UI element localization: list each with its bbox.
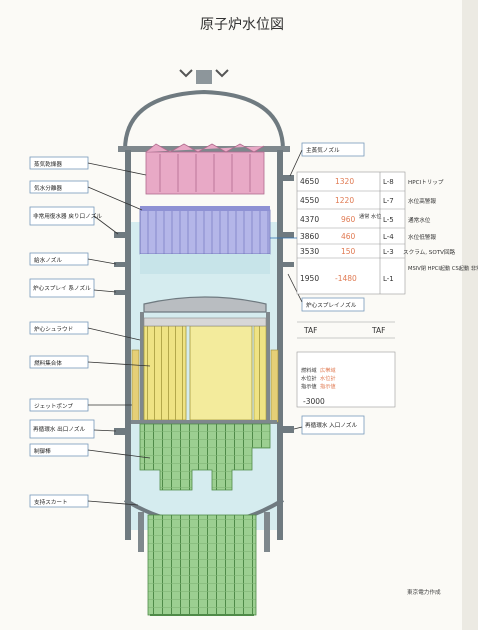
level-row-note: 通常 水位 [359,212,381,220]
label-ic-return-nozzle: 非常用復水器 戻り口ノズル [33,212,102,220]
bottom-level: -3000 [303,397,325,406]
label-fuel-assembly: 燃料集合体 [34,359,62,367]
diagram-title: 原子炉水位図 [200,17,284,33]
label-steam-dryer: 蒸気乾燥器 [34,160,62,168]
level-row-red: 1320 [335,177,354,186]
credit-text: 東京電力作成 [407,588,441,596]
shroud-head [143,296,267,313]
label-recirc-outlet-nozzle: 再循環水 出口ノズル [33,425,86,433]
level-row-mm: 1950 [300,274,319,283]
level-row-code: L-7 [383,197,394,205]
label-jet-pump: ジェットポンプ [34,402,73,410]
core-spray-nozzle [114,290,126,295]
level-row-code: L-4 [383,233,394,241]
label-core-spray-sparger: 炉心スプレイノズル [306,301,357,309]
label-main-steam-nozzle: 主蒸気ノズル [306,146,340,154]
label-core-spray-nozzle: 炉心スプレイ 系ノズル [33,284,91,292]
level-row-code: L-3 [383,248,394,256]
level-row-desc: 通常水位 [408,216,431,224]
control-rod-drive-housings [147,514,257,616]
level-row-red: 460 [341,232,356,241]
fuel-line-value: 水位計 [320,374,336,382]
level-row-red: 150 [341,247,356,256]
level-row-red: -1480 [335,274,357,283]
level-row-mm: 3530 [300,247,319,256]
page-edge-shadow [462,0,478,630]
level-row-code: L-8 [383,178,394,186]
fuel-line-value: 指示値 [320,382,336,390]
label-steam-separator: 気水分離器 [34,184,62,192]
label-feedwater-nozzle: 給水ノズル [34,256,62,264]
jet-pump [131,349,140,423]
fuel-core-region [189,325,253,421]
water-level-table: 4650 1320 L-8 HPCIトリップ 4550 1220 L-7 水位高… [270,171,478,408]
left-labels: 蒸気乾燥器 気水分離器 非常用復水器 戻り口ノズル 給水ノズル 炉心スプレイ 系… [29,156,151,508]
level-row-code: L-1 [383,275,394,283]
label-recirc-inlet-nozzle: 再循環水 入口ノズル [305,421,358,429]
support-skirt [138,512,144,552]
level-row-desc: 水位低警報 [408,233,436,241]
ic-return-nozzle [114,232,126,238]
level-row-mm: 3860 [300,232,319,241]
recirc-inlet-nozzle [282,426,294,433]
fuel-assembly [143,325,187,421]
level-row-code: L-5 [383,216,394,224]
level-row-mm: 4370 [300,215,319,224]
label-support-skirt: 支持スカート [34,498,68,506]
level-row-red: 960 [341,215,356,224]
fuel-line-label: 燃料域 [301,366,317,374]
level-row-mm: 4550 [300,196,319,205]
label-core-shroud: 炉心シュラウド [34,325,73,333]
level-row-desc: MSIV閉 HPCI起動 CS起動 非常用DG起動 [408,264,478,272]
fuel-line-label: 水位計 [301,374,317,382]
control-rods [139,423,271,491]
level-row-mm: 4650 [300,177,319,186]
label-control-rod: 制御棒 [34,447,51,455]
taf-right: TAF [371,326,385,335]
feedwater-nozzle [114,262,126,267]
steam-separator [139,209,271,255]
recirc-outlet-nozzle [114,428,126,435]
steam-dryer [145,143,265,195]
reactor-vessel-icon [114,69,294,616]
level-row-desc: HPCIトリップ [408,179,444,186]
level-row-red: 1220 [335,196,354,205]
level-row-desc: スクラム, SOTV回路 [403,248,456,256]
right-labels: 主蒸気ノズル 炉心スプレイノズル 再循環水 入口ノズル [287,142,365,435]
fuel-line-label: 指示値 [301,382,317,390]
level-row-desc: 水位高警報 [408,197,436,205]
taf-left: TAF [303,326,317,335]
fuel-line-value: 広帯域 [320,366,336,374]
head-vent-nozzle [196,70,212,84]
core-shroud [140,312,144,420]
main-steam-nozzle [282,175,294,181]
